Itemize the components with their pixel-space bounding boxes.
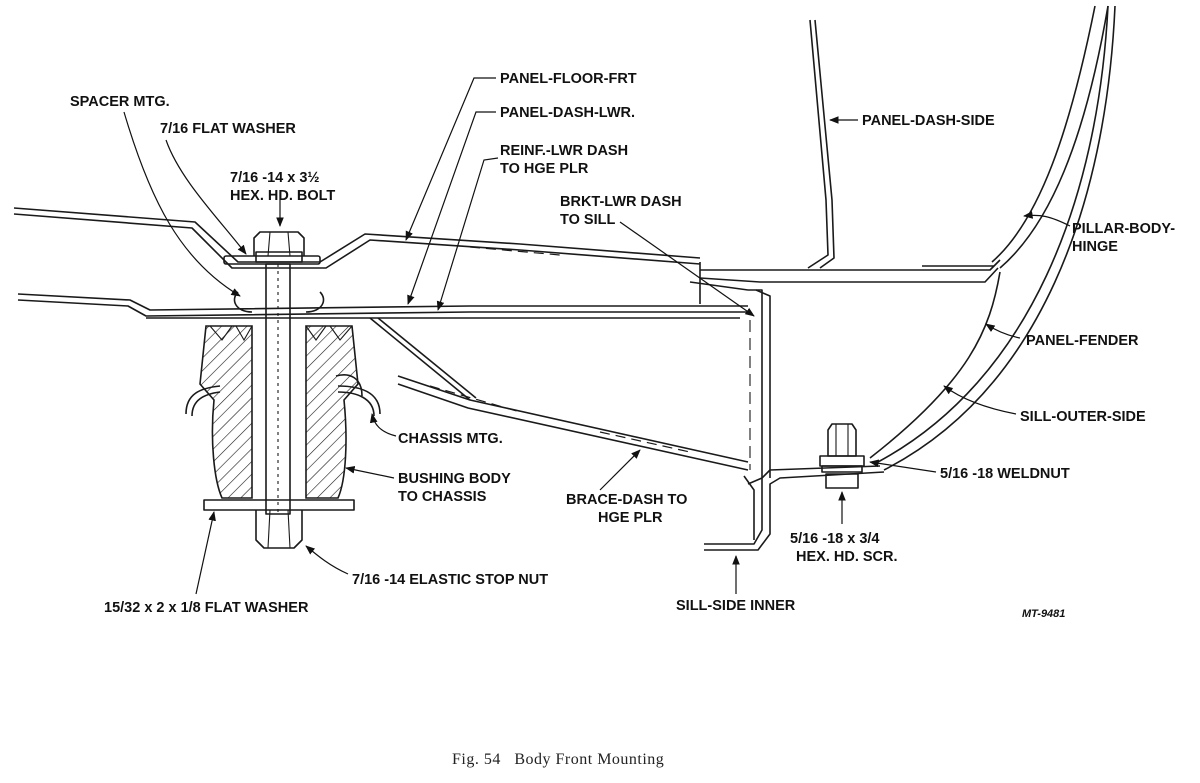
pillar-label-2: HINGE <box>1072 239 1118 255</box>
hex-scr-label: HEX. HD. SCR. <box>796 549 898 565</box>
panel-dash-lwr-label: PANEL-DASH-LWR. <box>500 105 635 121</box>
sill-outer-side-label: SILL-OUTER-SIDE <box>1020 409 1146 425</box>
brkt-label-2: TO SILL <box>560 212 615 228</box>
brkt-label-1: BRKT-LWR DASH <box>560 194 682 210</box>
brace-dash-part <box>397 375 749 471</box>
hex-bolt-label: HEX. HD. BOLT <box>230 188 335 204</box>
sill-side-inner-label: SILL-SIDE INNER <box>676 598 796 614</box>
reinf-diagonal-part <box>369 317 477 401</box>
weldnut-screw-part <box>819 423 865 489</box>
reinf-label-2: TO HGE PLR <box>500 161 589 177</box>
hex-scr-size-label: 5/16 -18 x 3/4 <box>790 531 880 547</box>
pillar-label-1: PILLAR-BODY- <box>1072 221 1175 237</box>
hex-bolt-size-label: 7/16 -14 x 3½ <box>230 170 320 186</box>
bushing-label-1: BUSHING BODY <box>398 471 511 487</box>
panel-floor-rear-part <box>699 259 1001 304</box>
panel-dash-side-label: PANEL-DASH-SIDE <box>862 113 995 129</box>
brkt-lwr-dash-part <box>689 281 771 485</box>
sill-side-inner-part <box>704 465 885 551</box>
stop-nut-label: 7/16 -14 ELASTIC STOP NUT <box>352 572 548 588</box>
leader-lines <box>123 77 1071 595</box>
weldnut-label: 5/16 -18 WELDNUT <box>940 466 1070 482</box>
brace-label-1: BRACE-DASH TO <box>566 492 687 508</box>
reinf-label-1: REINF.-LWR DASH <box>500 143 628 159</box>
ref-number: MT-9481 <box>1022 608 1065 620</box>
panel-dash-side-part <box>807 19 835 269</box>
flat-washer-bottom-label: 15/32 x 2 x 1/8 FLAT WASHER <box>104 600 309 616</box>
figure-caption: Fig. 54 Body Front Mounting <box>452 751 664 768</box>
hex-hd-bolt-part <box>253 231 305 515</box>
spacer-mtg-label: SPACER MTG. <box>70 94 170 110</box>
flat-washer-top-label: 7/16 FLAT WASHER <box>160 121 296 137</box>
chassis-mtg-label: CHASSIS MTG. <box>398 431 503 447</box>
bushing-label-2: TO CHASSIS <box>398 489 487 505</box>
pillar-fender-curves <box>869 5 1116 471</box>
panel-fender-label: PANEL-FENDER <box>1026 333 1139 349</box>
brace-label-2: HGE PLR <box>598 510 663 526</box>
bushing-body-part <box>199 325 359 499</box>
elastic-stop-nut-part <box>255 509 303 549</box>
panel-dash-lwr-part <box>17 293 748 319</box>
panel-floor-frt-label: PANEL-FLOOR-FRT <box>500 71 637 87</box>
